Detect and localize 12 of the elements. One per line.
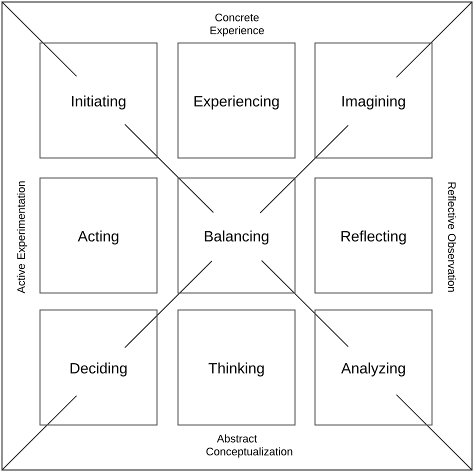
stage-box: Reflecting	[314, 178, 432, 294]
stage-box: Initiating	[40, 42, 158, 158]
stage-box: Imagining	[314, 42, 432, 158]
stage-box: Balancing	[178, 178, 296, 294]
stage-box: Experiencing	[178, 42, 296, 158]
stage-box: Analyzing	[314, 310, 432, 426]
stage-box: Acting	[40, 178, 158, 294]
stage-box: Deciding	[40, 310, 158, 426]
stage-box: Thinking	[178, 310, 296, 426]
axis-label: Abstract Conceptualization	[206, 434, 292, 458]
axis-label: Active Experimentation	[16, 181, 28, 294]
axis-label: Reflective Observation	[448, 182, 456, 292]
